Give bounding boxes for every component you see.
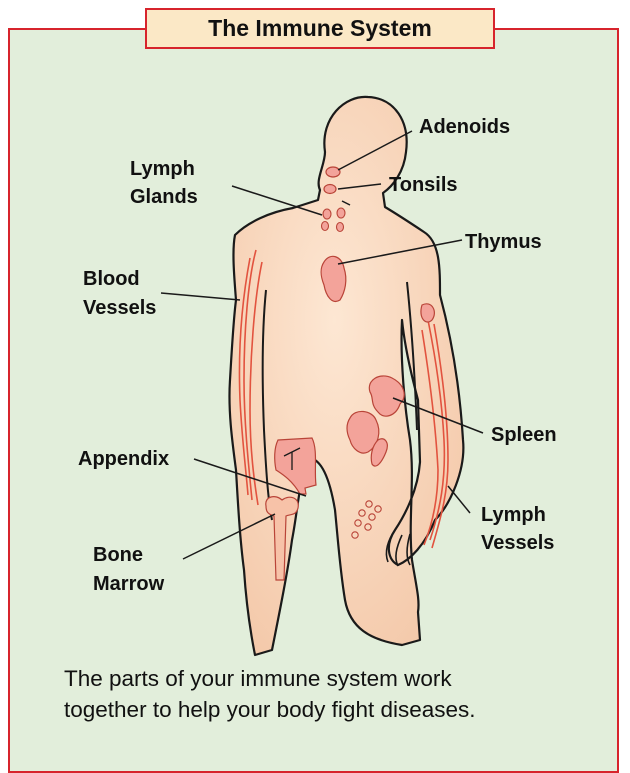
caption-line-2: together to help your body fight disease… [64, 694, 584, 725]
label-lymph-vessels-2: Vessels [481, 532, 554, 554]
label-appendix: Appendix [78, 448, 169, 470]
label-tonsils: Tonsils [389, 174, 458, 196]
blood-vessels-leader [161, 293, 240, 300]
label-blood-vessels-2: Vessels [83, 297, 156, 319]
label-blood-vessels-1: Blood [83, 268, 140, 290]
label-bone-marrow-2: Marrow [93, 573, 165, 595]
label-adenoids: Adenoids [419, 116, 510, 138]
label-lymph-glands-2: Glands [130, 186, 198, 208]
label-lymph-glands-1: Lymph [130, 158, 195, 180]
caption-line-1: The parts of your immune system work [64, 663, 584, 694]
label-bone-marrow-1: Bone [93, 544, 143, 566]
label-lymph-vessels-1: Lymph [481, 504, 546, 526]
diagram-title: The Immune System [145, 8, 495, 49]
lymph-node-arm [421, 304, 434, 322]
caption: The parts of your immune system work tog… [64, 663, 584, 725]
lymph-vessels-leader [448, 486, 470, 513]
adenoids-organ [326, 167, 340, 177]
label-spleen: Spleen [491, 424, 557, 446]
label-thymus: Thymus [465, 231, 542, 253]
tonsils-organ [324, 185, 336, 194]
